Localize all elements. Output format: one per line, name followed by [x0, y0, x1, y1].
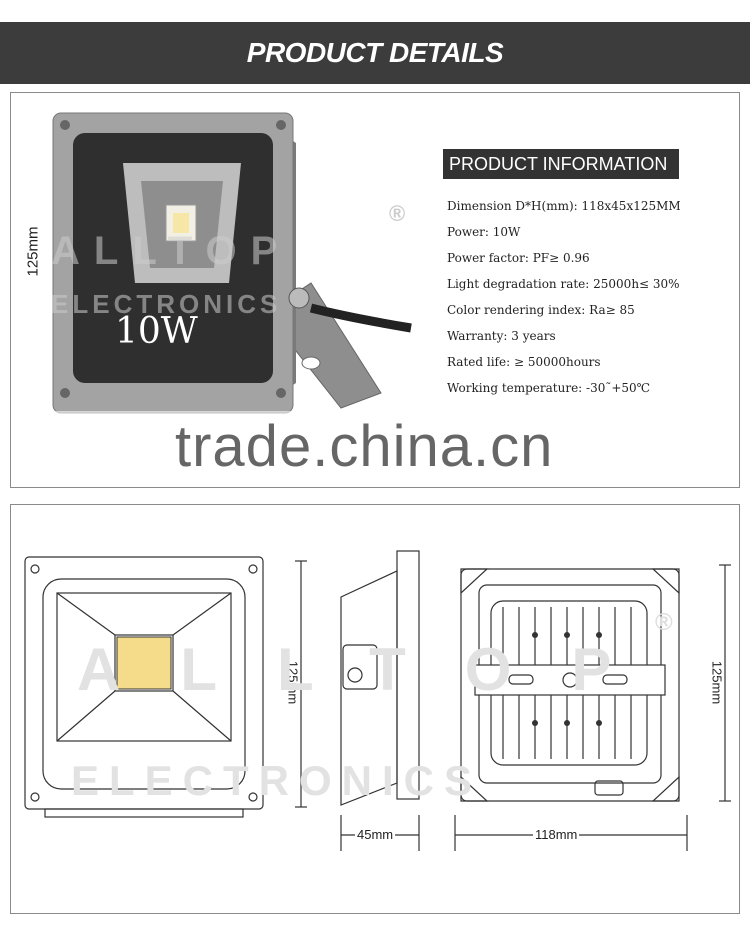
- photo-brand-sub: ELECTRONICS: [51, 289, 282, 319]
- page-title: PRODUCT DETAILS: [246, 37, 504, 68]
- product-info-panel: 125mm 10W ALLTOP ELECTRONICS ® PRODUCT I…: [10, 92, 740, 488]
- spec-power-factor: Power factor: PF≥ 0.96: [447, 251, 590, 265]
- spec-working-temperature: Working temperature: -30˜+50℃: [447, 381, 651, 395]
- spec-light-degradation: Light degradation rate: 25000h≤ 30%: [447, 277, 680, 291]
- spec-color-rendering: Color rendering index: Ra≥ 85: [447, 303, 635, 317]
- photo-registered-mark: ®: [389, 201, 406, 226]
- back-height-label: 125mm: [709, 660, 725, 705]
- spec-rated-life: Rated life: ≥ 50000hours: [447, 355, 601, 369]
- dimension-drawing-panel: 125mm 45mm 118mm 125mm ALLTOP ELECTRONIC…: [10, 504, 740, 914]
- spec-dimension: Dimension D*H(mm): 118x45x125MM: [447, 199, 681, 213]
- photo-height-label: 125mm: [24, 226, 42, 277]
- wattage-label: 10W: [115, 311, 198, 352]
- product-information-heading: PRODUCT INFORMATION: [443, 149, 679, 179]
- watermark-band: [11, 411, 739, 487]
- spec-warranty: Warranty: 3 years: [447, 329, 556, 343]
- back-width-label: 118mm: [533, 827, 580, 842]
- watermark-text: trade.china.cn: [175, 414, 554, 479]
- spec-list: Dimension D*H(mm): 118x45x125MM Power: 1…: [447, 193, 681, 401]
- drawing-registered-mark: ®: [655, 609, 673, 636]
- photo-brand-logo: ALLTOP: [51, 229, 292, 273]
- spec-power: Power: 10W: [447, 225, 521, 239]
- floodlight-photo: [52, 112, 412, 414]
- drawing-brand-sub: ELECTRONICS: [71, 757, 483, 804]
- dimension-drawing: [24, 550, 731, 851]
- drawing-brand-logo: ALLTOP: [77, 636, 672, 703]
- header-bar: PRODUCT DETAILS: [0, 22, 750, 84]
- side-width-label: 45mm: [355, 827, 396, 842]
